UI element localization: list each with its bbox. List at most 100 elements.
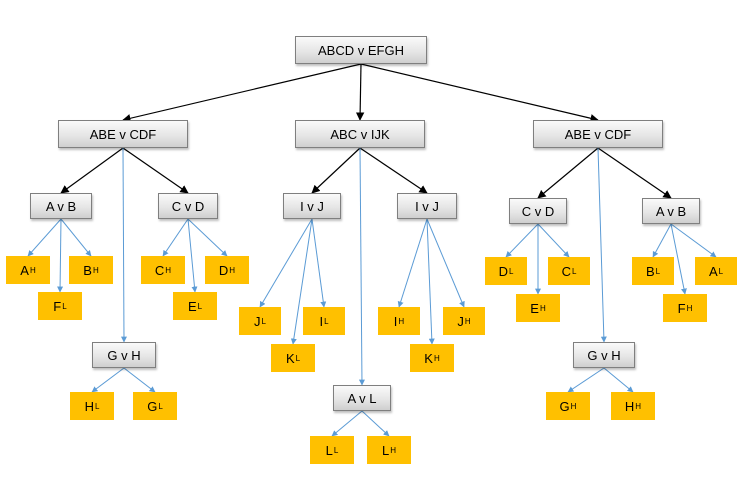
leaf-letter: C [154, 262, 165, 278]
edge-abc-to-ivj2 [359, 147, 428, 194]
leaf-letter: H [624, 398, 635, 414]
leaf-subscript: L [62, 301, 67, 311]
edge-cvd1-to-dh [187, 218, 228, 257]
leaf-letter: L [325, 442, 333, 458]
leaf-letter: F [677, 300, 686, 316]
node-i-v-j-right: I v J [397, 193, 457, 219]
edge-ivj1-to-jl [259, 218, 313, 308]
edge-abc-to-ivj1 [311, 147, 361, 194]
leaf-letter: L [381, 442, 390, 458]
leaf-letter: B [83, 262, 92, 278]
edge-ivj2-to-kh [426, 218, 435, 345]
leaf-subscript: L [718, 266, 724, 276]
edge-avb2-to-al [670, 223, 717, 258]
leaf-subscript: H [635, 401, 642, 411]
node-a-v-b-right: A v B [642, 198, 700, 224]
node-g-v-h-left: G v H [92, 342, 156, 368]
edge-avl-to-ll [331, 410, 363, 437]
edge-avl-to-lh [361, 410, 390, 437]
leaf-subscript: H [464, 316, 471, 326]
edge-cvd1-to-ch [162, 218, 189, 257]
leaf-letter: G [559, 398, 570, 414]
edge-abe1-to-gvh1 [120, 147, 127, 343]
edge-ivj1-to-il [311, 218, 327, 308]
leaf-letter: D [498, 263, 508, 279]
edge-abe1-to-cvd1 [122, 147, 189, 194]
leaf-subscript: L [655, 266, 661, 276]
node-abe-v-cdf-right: ABE v CDF [533, 120, 663, 148]
edge-abe2-to-gvh2 [597, 147, 607, 343]
leaf-subscript: H [92, 265, 99, 275]
leaf-letter: H [84, 398, 94, 414]
leaf-letter: J [457, 313, 464, 329]
edge-gvh2-to-hh [603, 367, 634, 393]
leaf-subscript: H [539, 303, 546, 313]
leaf-letter: E [187, 298, 197, 314]
leaf-subscript: H [165, 265, 172, 275]
leaf-subscript: L [158, 401, 163, 411]
leaf-subscript: L [333, 445, 339, 455]
edge-abc-to-avl [358, 147, 365, 386]
edge-ivj2-to-jh [426, 218, 465, 308]
edge-abe1-to-avb1 [60, 147, 124, 194]
edge-abe2-to-cvd2 [537, 147, 599, 199]
leaf-subscript: L [295, 353, 301, 363]
leaf-subscript: H [570, 401, 577, 411]
leaf-letter: K [424, 350, 433, 366]
leaf-letter: G [147, 398, 158, 414]
leaf-letter: K [285, 350, 295, 366]
node-abe-v-cdf-left: ABE v CDF [58, 120, 188, 148]
leaf-letter: A [20, 262, 29, 278]
edge-cvd1-to-el [187, 218, 198, 293]
leaf-subscript: H [29, 265, 36, 275]
leaf-subscript: L [324, 316, 329, 326]
leaf-subscript: L [94, 401, 100, 411]
node-i-v-j-left: I v J [283, 193, 341, 219]
node-a-v-l: A v L [333, 385, 391, 411]
edge-avb1-to-fl [57, 218, 64, 293]
leaf-letter: D [218, 262, 229, 278]
leaf-letter: B [645, 263, 655, 279]
node-a-v-b-left: A v B [30, 193, 92, 219]
node-root: ABCD v EFGH [295, 36, 427, 64]
leaf-subscript: H [433, 353, 440, 363]
leaf-subscript: L [508, 266, 514, 276]
leaf-letter: F [53, 298, 62, 314]
leaf-letter: E [530, 300, 539, 316]
edge-gvh2-to-gh [567, 367, 605, 393]
edge-root-to-abe1 [122, 63, 362, 123]
edge-cvd2-to-dl [505, 223, 539, 258]
edge-gvh1-to-hl [91, 367, 125, 393]
node-c-v-d-right: C v D [509, 198, 567, 224]
edge-cvd2-to-cl [537, 223, 570, 258]
edge-gvh1-to-gl [123, 367, 156, 393]
leaf-letter: A [708, 263, 718, 279]
node-c-v-d-left: C v D [158, 193, 218, 219]
leaf-subscript: H [229, 265, 236, 275]
edge-avb1-to-bh [60, 218, 92, 257]
edge-avb2-to-bl [652, 223, 672, 258]
leaf-letter: I [393, 313, 398, 329]
edge-avb2-to-fh [670, 223, 687, 295]
